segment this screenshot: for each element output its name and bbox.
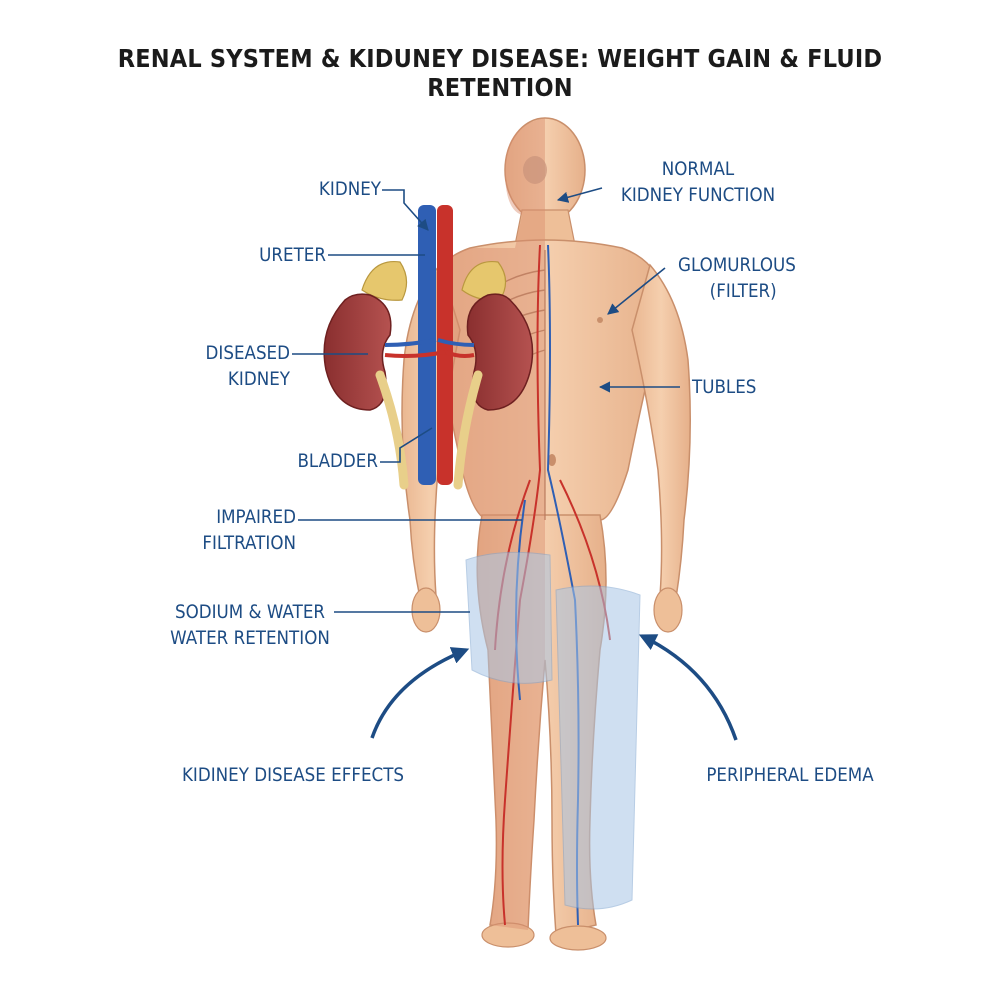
label-glomurlous: GLOMURLOUS (FILTER) bbox=[678, 252, 819, 304]
label-tubles: TUBLES bbox=[692, 376, 757, 398]
label-impaired-filtration-line1: IMPAIRED bbox=[216, 506, 296, 528]
label-impaired-filtration: IMPAIRED FILTRATION bbox=[168, 504, 296, 556]
label-sodium-water-line2: WATER RETENTION bbox=[170, 627, 330, 649]
label-glomurlous-line1: GLOMURLOUS bbox=[678, 254, 796, 276]
label-ureter: URETER bbox=[259, 244, 326, 266]
leader-lines bbox=[292, 187, 680, 613]
label-normal-kidney-function: NORMAL KIDNEY FUNCTION bbox=[610, 156, 786, 208]
label-glomurlous-line2: (FILTER) bbox=[709, 280, 777, 302]
label-normal-kidney-function-line2: KIDNEY FUNCTION bbox=[620, 184, 776, 206]
label-sodium-water-retention: SODIUM & WATER WATER RETENTION bbox=[162, 599, 338, 651]
label-kidney-disease-effects: KIDINEY DISEASE EFFECTS bbox=[181, 764, 405, 786]
curved-arrow-left bbox=[370, 647, 470, 739]
label-peripheral-edema: PERIPHERAL EDEMA bbox=[706, 764, 874, 786]
edema-overlay bbox=[465, 551, 641, 910]
label-diseased-kidney: DISEASED KIDNEY bbox=[167, 340, 290, 392]
label-bladder: BLADDER bbox=[297, 450, 378, 472]
label-diseased-kidney-line1: DISEASED bbox=[205, 342, 290, 364]
label-diseased-kidney-line2: KIDNEY bbox=[227, 368, 290, 390]
curved-arrow-right bbox=[638, 634, 738, 741]
label-normal-kidney-function-line1: NORMAL bbox=[661, 158, 735, 180]
label-impaired-filtration-line2: FILTRATION bbox=[202, 532, 296, 554]
kidney-inset bbox=[323, 205, 534, 490]
label-sodium-water-line1: SODIUM & WATER bbox=[174, 601, 326, 623]
label-kidney: KIDNEY bbox=[318, 178, 381, 200]
page-title: RENAL SYSTEM & KIDUNEY DISEASE: WEIGHT G… bbox=[117, 44, 883, 102]
